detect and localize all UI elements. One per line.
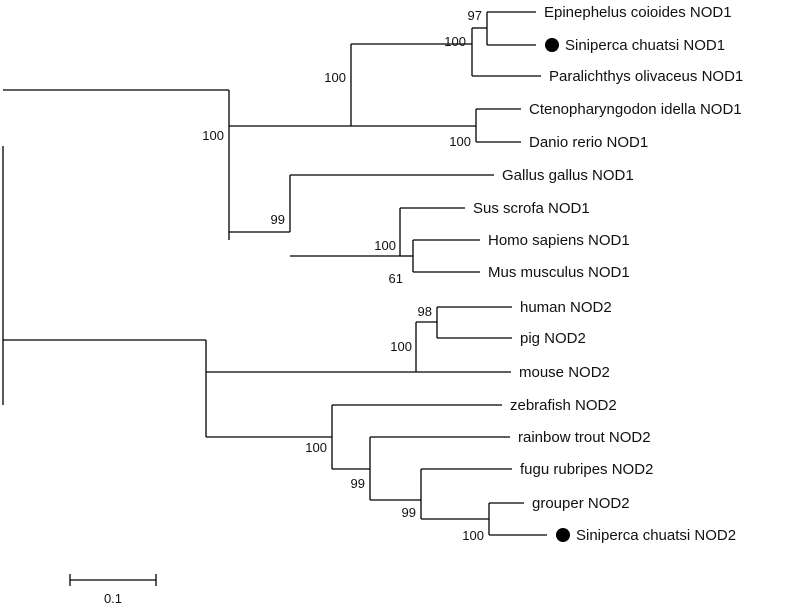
bootstrap-value: 100 — [202, 128, 224, 143]
leaf-label: Gallus gallus NOD1 — [502, 167, 634, 184]
leaf-label: Siniperca chuatsi NOD1 — [565, 37, 725, 54]
leaf-label: Siniperca chuatsi NOD2 — [576, 527, 736, 544]
tree-branches — [2, 11, 547, 536]
leaf-label: mouse NOD2 — [519, 364, 610, 381]
leaf-label: Paralichthys olivaceus NOD1 — [549, 68, 743, 85]
bootstrap-value: 98 — [418, 304, 432, 319]
leaf-label: Sus scrofa NOD1 — [473, 200, 590, 217]
bootstrap-value: 99 — [351, 476, 365, 491]
leaf-markers — [545, 38, 570, 542]
leaf-label: rainbow trout NOD2 — [518, 429, 651, 446]
bootstrap-value: 61 — [389, 271, 403, 286]
leaf-label: Ctenopharyngodon idella NOD1 — [529, 101, 742, 118]
leaf-marker-dot — [545, 38, 559, 52]
leaf-label: Danio rerio NOD1 — [529, 134, 648, 151]
leaf-label: fugu rubripes NOD2 — [520, 461, 653, 478]
leaf-label: Epinephelus coioides NOD1 — [544, 4, 732, 21]
leaf-marker-dot — [556, 528, 570, 542]
scale-bar-label: 0.1 — [104, 591, 122, 606]
leaf-label: zebrafish NOD2 — [510, 397, 617, 414]
bootstrap-value: 100 — [374, 238, 396, 253]
bootstrap-value: 100 — [462, 528, 484, 543]
bootstrap-value: 100 — [305, 440, 327, 455]
leaf-label: Homo sapiens NOD1 — [488, 232, 630, 249]
bootstrap-values: 97 100 100 100 100 99 100 61 98 100 100 … — [202, 8, 484, 543]
scale-bar: 0.1 — [69, 574, 157, 606]
bootstrap-value: 99 — [271, 212, 285, 227]
leaf-label: grouper NOD2 — [532, 495, 630, 512]
leaf-label: human NOD2 — [520, 299, 612, 316]
bootstrap-value: 100 — [390, 339, 412, 354]
bootstrap-value: 100 — [324, 70, 346, 85]
leaf-label: pig NOD2 — [520, 330, 586, 347]
leaf-label: Mus musculus NOD1 — [488, 264, 630, 281]
bootstrap-value: 99 — [402, 505, 416, 520]
bootstrap-value: 100 — [449, 134, 471, 149]
bootstrap-value: 97 — [468, 8, 482, 23]
bootstrap-value: 100 — [444, 34, 466, 49]
leaf-labels: Epinephelus coioides NOD1 Siniperca chua… — [473, 4, 743, 544]
